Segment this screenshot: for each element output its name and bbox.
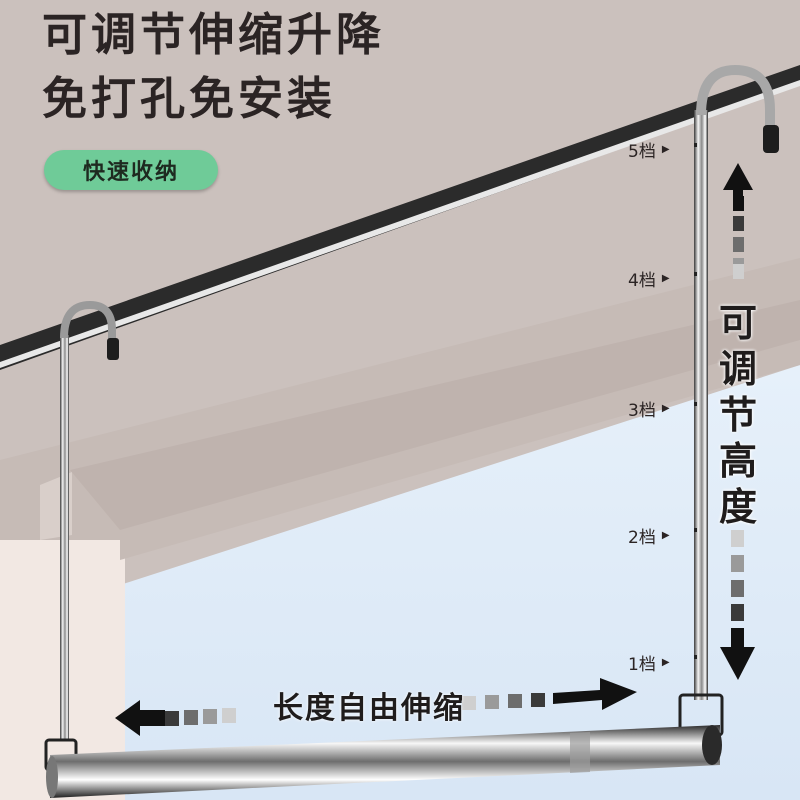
gear-text: 4档	[628, 271, 656, 291]
gear-label-3: 3档 ▶	[628, 396, 670, 421]
pointer-right-icon: ▶	[661, 530, 670, 541]
headline-line2: 免打孔免安装	[42, 72, 337, 125]
length-extend-label: 长度自由伸缩	[273, 691, 465, 726]
gear-text: 5档	[628, 142, 656, 162]
badge-label: 快速收纳	[82, 160, 179, 185]
pointer-right-icon: ▶	[661, 273, 670, 284]
gear-label-4: 4档 ▶	[628, 266, 670, 291]
gear-label-5: 5档 ▶	[628, 137, 670, 162]
gear-text: 3档	[628, 401, 656, 421]
headline-line1: 可调节伸缩升降	[42, 8, 386, 61]
gear-label-1: 1档 ▶	[628, 650, 670, 675]
gear-label-2: 2档 ▶	[628, 523, 670, 548]
pointer-right-icon: ▶	[661, 657, 670, 668]
adjustable-height-label: 可调节高度	[713, 300, 763, 530]
pointer-right-icon: ▶	[661, 144, 670, 155]
quick-storage-badge: 快速收纳	[44, 150, 218, 190]
gear-text: 1档	[628, 655, 656, 675]
gear-text: 2档	[628, 528, 656, 548]
vertical-text: 可调节高度	[718, 301, 757, 529]
pointer-right-icon: ▶	[661, 403, 670, 414]
